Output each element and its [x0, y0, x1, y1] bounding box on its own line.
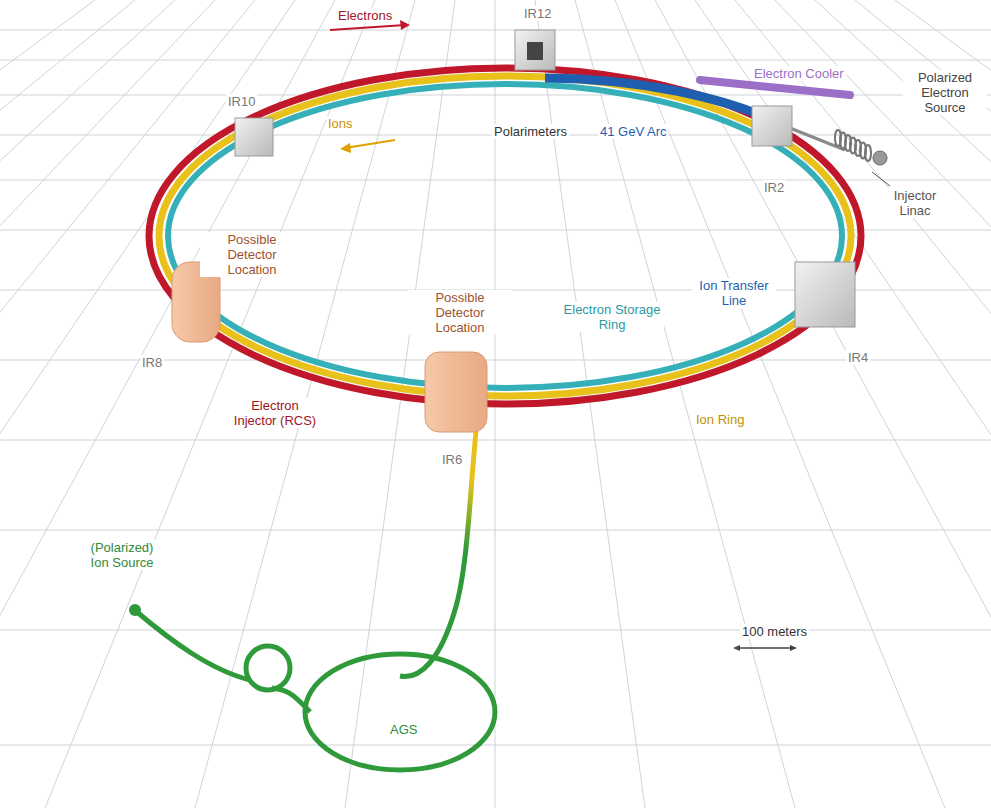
- storage-ring: [168, 84, 842, 388]
- electron-ring: [149, 68, 861, 404]
- detector-ir6: [425, 352, 487, 432]
- part-label: Possible Detector Location: [408, 290, 512, 335]
- electron-cooler: [700, 80, 850, 95]
- part-label: Electron Storage Ring: [560, 302, 664, 332]
- ir-label: IR2: [762, 180, 786, 195]
- scale-label: 100 meters: [740, 624, 809, 639]
- part-label: Injector Linac: [888, 188, 942, 218]
- part-label: Polarimeters: [492, 124, 569, 139]
- ir-label: IR10: [226, 94, 257, 109]
- beam-label: Electrons: [336, 8, 394, 23]
- part-label: Ion Transfer Line: [692, 278, 776, 308]
- ir-label: IR4: [846, 350, 870, 365]
- ir4-box: [795, 262, 855, 327]
- injector-linac: [835, 130, 871, 161]
- beam-label: Ions: [326, 116, 355, 131]
- part-label: (Polarized) Ion Source: [80, 540, 164, 570]
- part-label: Possible Detector Location: [200, 232, 304, 277]
- part-label: AGS: [388, 722, 419, 737]
- part-label: Polarized Electron Source: [903, 70, 987, 115]
- ags-ring: [305, 654, 495, 770]
- booster-ring: [246, 646, 290, 690]
- ir-label: IR12: [522, 6, 553, 21]
- ir-label: IR6: [440, 452, 464, 467]
- part-label: Electron Cooler: [752, 66, 846, 81]
- transfer-line: [400, 395, 480, 676]
- part-label: Electron Injector (RCS): [228, 398, 322, 428]
- ir-label: IR8: [140, 355, 164, 370]
- ir10-box: [235, 118, 273, 156]
- part-label: 41 GeV Arc: [598, 124, 668, 139]
- part-label: Ion Ring: [694, 412, 746, 427]
- ion-source: [129, 604, 141, 616]
- ir12-box: [515, 30, 555, 70]
- electron-gun: [873, 151, 887, 165]
- ir2-box: [752, 106, 792, 146]
- ion-ring: [159, 76, 851, 396]
